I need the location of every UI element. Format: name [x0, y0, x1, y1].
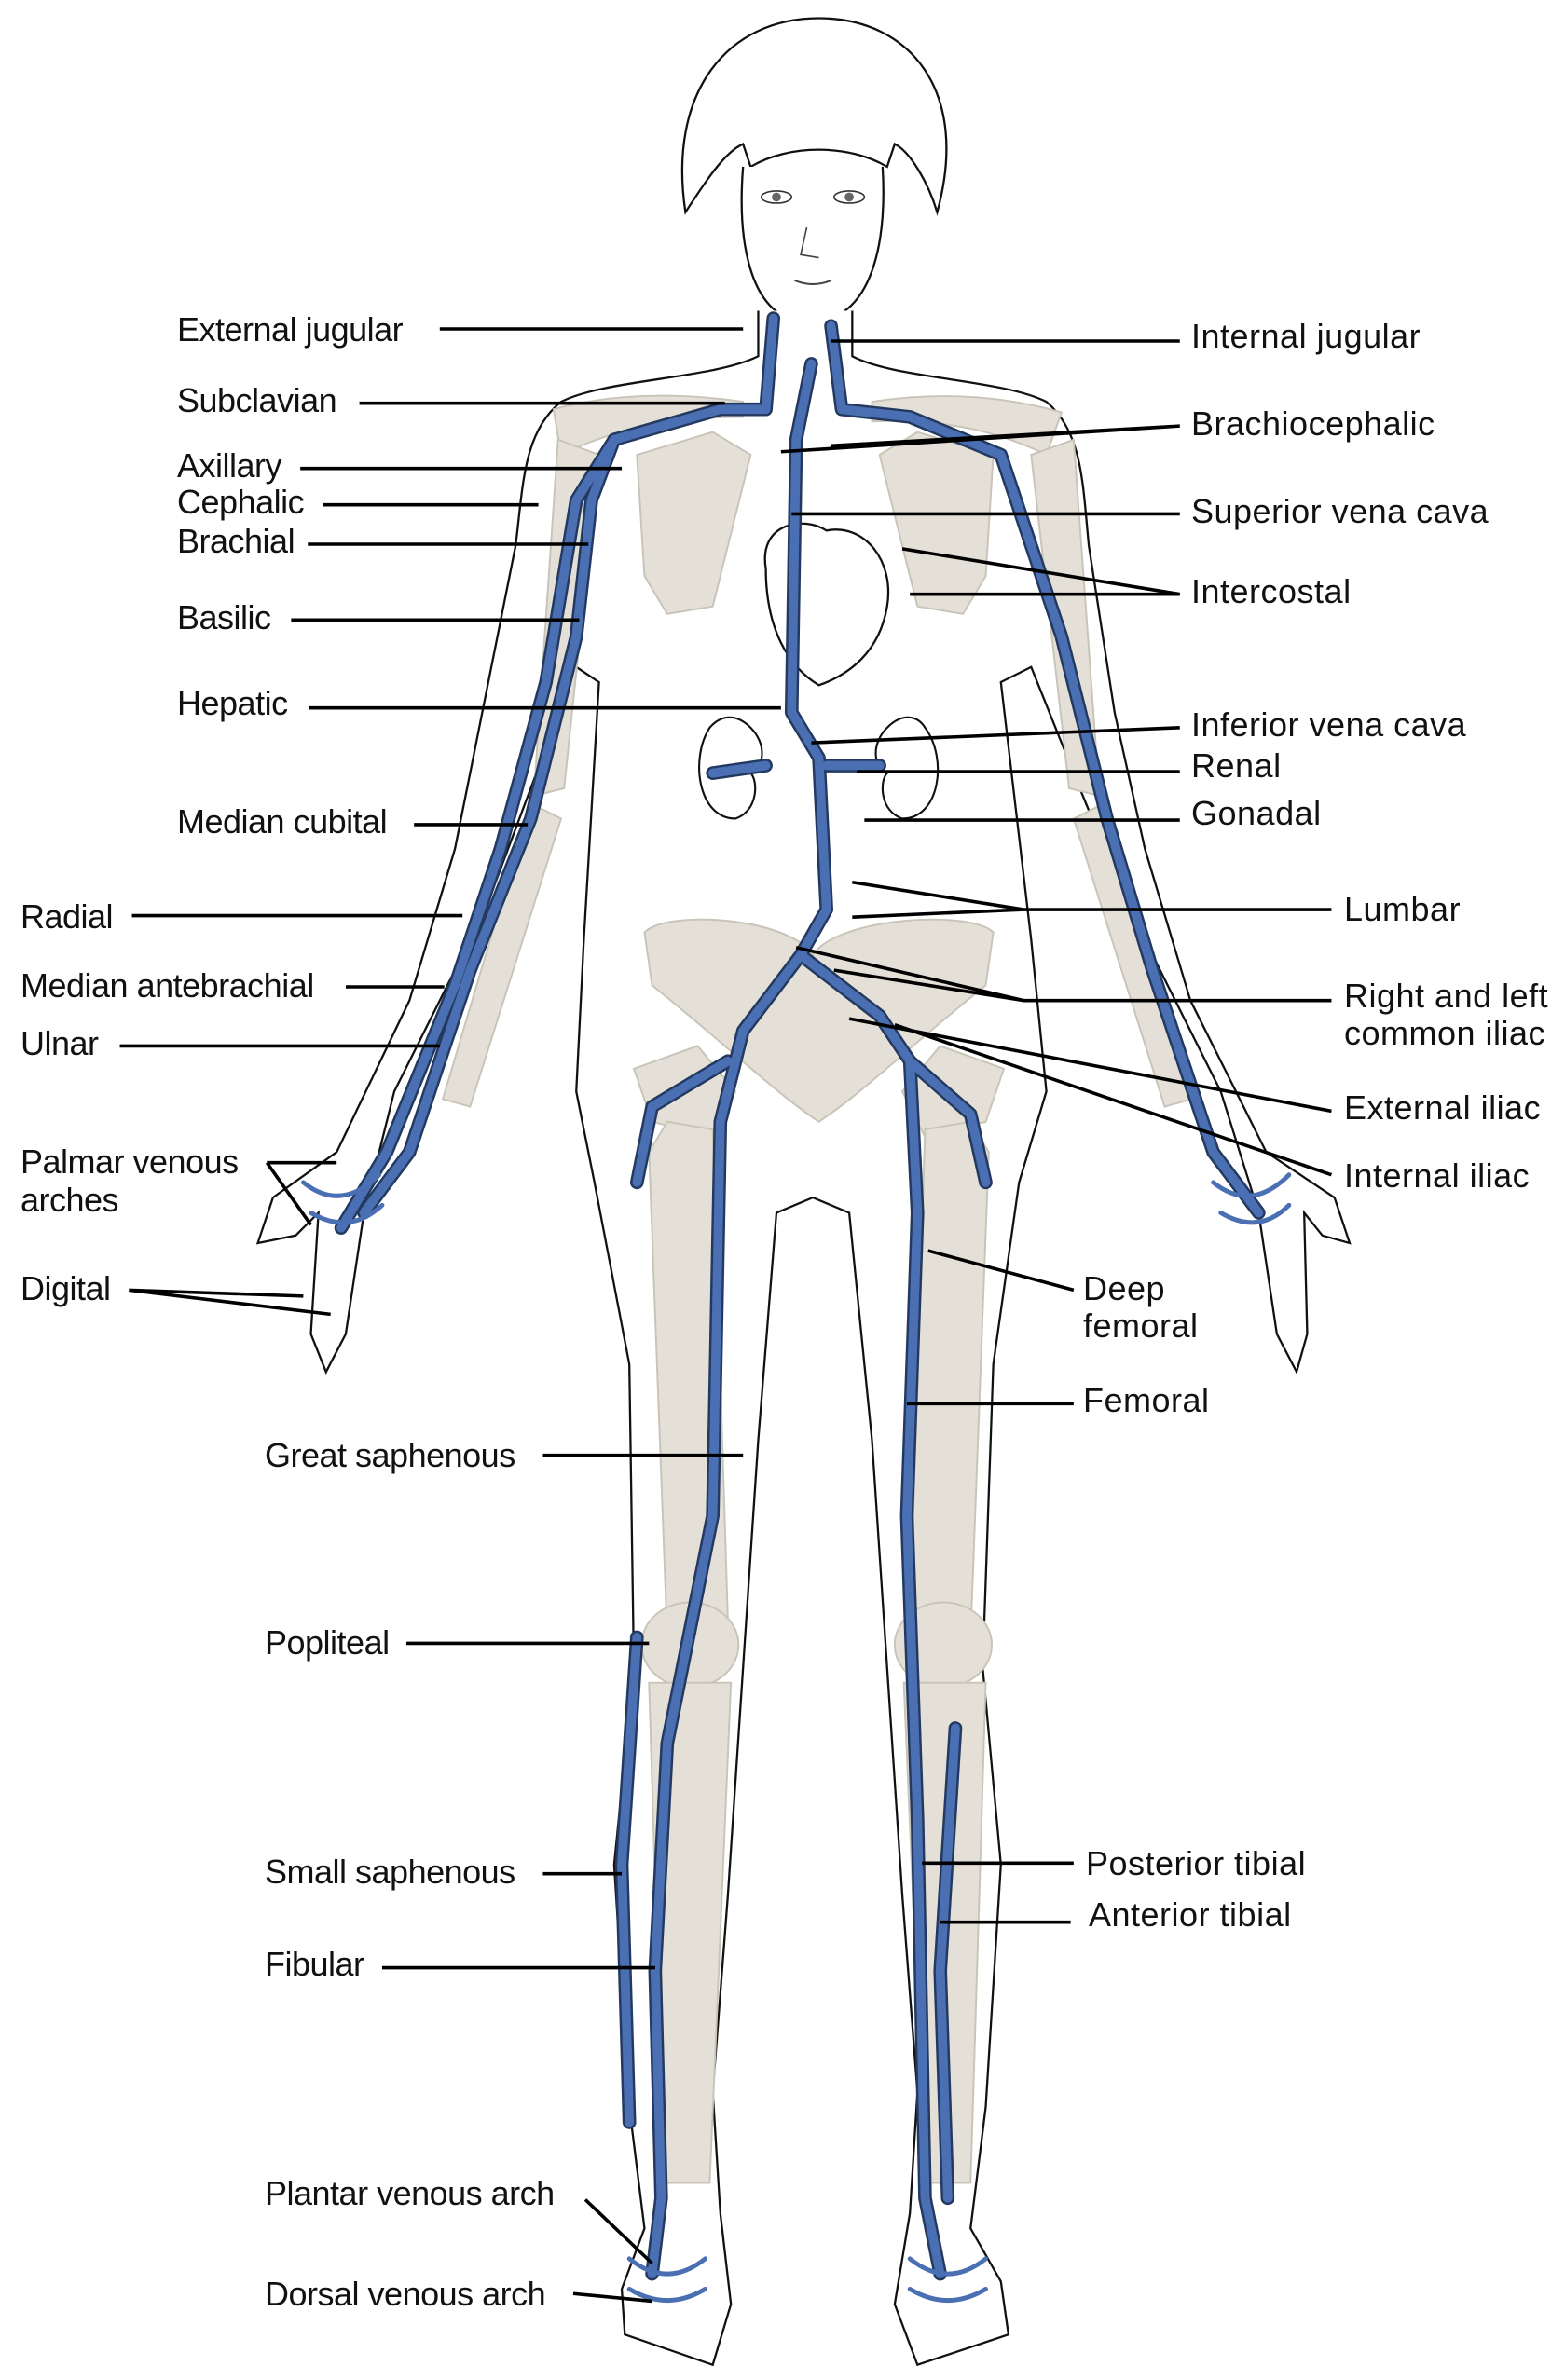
label-palmar-venous-arches-line1: Palmar venous [21, 1142, 239, 1181]
label-common-iliac-line2: common iliac [1344, 1014, 1546, 1052]
label-fibular: Fibular [265, 1945, 364, 1983]
label-lumbar: Lumbar [1344, 890, 1462, 928]
label-inferior-vena-cava: Inferior vena cava [1191, 705, 1467, 744]
label-intercostal: Intercostal [1191, 572, 1352, 610]
label-deep-femoral-line1: Deep [1083, 1269, 1166, 1307]
label-gonadal: Gonadal [1191, 794, 1322, 832]
label-posterior-tibial: Posterior tibial [1086, 1844, 1307, 1882]
label-external-jugular: External jugular [177, 310, 404, 349]
leader-lines [119, 327, 1333, 2304]
label-common-iliac-line1: Right and left [1344, 977, 1549, 1015]
label-radial: Radial [21, 897, 114, 936]
label-subclavian: Subclavian [177, 381, 337, 419]
label-renal: Renal [1191, 746, 1282, 785]
label-small-saphenous: Small saphenous [265, 1853, 515, 1891]
label-brachiocephalic: Brachiocephalic [1191, 404, 1435, 443]
label-median-antebrachial: Median antebrachial [21, 966, 314, 1005]
label-anterior-tibial: Anterior tibial [1089, 1895, 1292, 1934]
label-great-saphenous: Great saphenous [265, 1436, 515, 1474]
label-brachial: Brachial [177, 522, 295, 560]
face [740, 166, 885, 320]
label-popliteal: Popliteal [265, 1623, 390, 1662]
label-hepatic: Hepatic [177, 684, 288, 722]
label-digital: Digital [21, 1269, 111, 1307]
label-median-cubital: Median cubital [177, 802, 388, 841]
hair [680, 17, 948, 216]
veins [300, 311, 1292, 2304]
label-dorsal-venous-arch: Dorsal venous arch [265, 2275, 546, 2313]
label-deep-femoral-line2: femoral [1083, 1306, 1199, 1345]
label-cephalic: Cephalic [177, 483, 305, 521]
label-ulnar: Ulnar [21, 1024, 99, 1062]
kidney-left [874, 716, 940, 820]
label-palmar-venous-arches-line2: arches [21, 1181, 119, 1219]
label-plantar-venous-arch: Plantar venous arch [265, 2174, 555, 2212]
label-axillary: Axillary [177, 446, 282, 485]
label-external-iliac: External iliac [1344, 1088, 1542, 1127]
label-basilic: Basilic [177, 598, 271, 636]
label-internal-jugular: Internal jugular [1191, 317, 1421, 355]
label-internal-iliac: Internal iliac [1344, 1156, 1531, 1195]
label-superior-vena-cava: Superior vena cava [1191, 492, 1489, 530]
label-femoral: Femoral [1083, 1381, 1210, 1419]
